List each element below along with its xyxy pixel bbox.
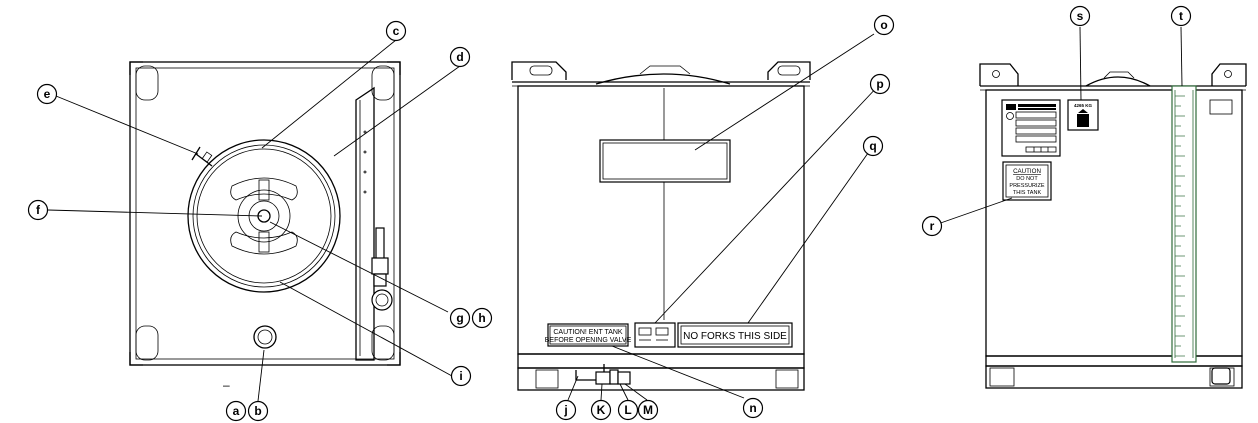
svg-text:i: i [459,369,462,383]
callout-g: g [449,307,471,329]
svg-text:PRESSURIZE: PRESSURIZE [1009,183,1044,189]
callout-q: q [862,135,884,157]
dash-mark: – [223,378,230,392]
svg-text:BEFORE OPENING VALVE: BEFORE OPENING VALVE [545,337,632,344]
front-tank-body [517,85,805,355]
svg-text:b: b [254,404,261,418]
sight-gauge [1171,85,1197,363]
svg-text:h: h [478,311,485,325]
svg-text:s: s [1077,9,1084,23]
callout-n: n [742,397,764,419]
svg-text:CAUTION! ENT TANK: CAUTION! ENT TANK [553,329,623,336]
svg-text:g: g [456,311,463,325]
svg-text:c: c [393,24,400,38]
svg-text:a: a [233,404,240,418]
pressurize-caution-sign: CAUTION DO NOT PRESSURIZE THIS TANK [1002,161,1052,201]
callout-f: f [27,199,49,221]
callout-h: h [471,307,493,329]
callout-b: b [247,400,269,422]
small-placard [634,322,676,348]
callout-e: e [36,83,58,105]
side-view: 4265 KG CAUTION DO NOT PRESSURIZE THIS T… [979,63,1247,389]
callout-d: d [449,46,471,68]
svg-text:j: j [563,403,567,417]
callout-t: t [1170,5,1192,27]
callout-leaders [47,26,1183,402]
svg-text:t: t [1179,9,1183,23]
callout-o: o [873,14,895,36]
svg-text:o: o [880,18,887,32]
callout-c: c [385,20,407,42]
vent-caution-sign: CAUTION! ENT TANK BEFORE OPENING VALVE [545,323,632,347]
callout-a: a [225,400,247,422]
top-view: – [129,61,401,392]
callout-labels: a b c d e f g h i j K L M n o p q r s t [27,5,1192,422]
valve-handle [355,86,393,361]
callout-p: p [869,73,891,95]
info-plate [1001,99,1061,157]
svg-text:p: p [876,77,883,91]
svg-text:CAUTION: CAUTION [1013,168,1041,175]
label-plate [599,139,731,183]
svg-text:K: K [597,403,606,417]
callout-r: r [921,215,943,237]
svg-text:d: d [456,50,463,64]
svg-text:n: n [749,401,756,415]
svg-text:q: q [869,139,876,153]
front-view: CAUTION! ENT TANK BEFORE OPENING VALVE N… [511,61,811,391]
callout-L: L [617,399,639,421]
svg-text:DO NOT: DO NOT [1016,176,1038,182]
callout-j: j [555,399,577,421]
callout-K: K [590,399,612,421]
svg-text:e: e [44,87,51,101]
svg-text:M: M [643,403,653,417]
svg-text:f: f [36,203,41,217]
vent-wrench [191,146,213,167]
corner-posts [129,61,401,366]
bottom-outlet [253,325,277,349]
svg-text:r: r [930,219,935,233]
no-forks-sign: NO FORKS THIS SIDE [677,322,793,348]
callout-M: M [637,399,659,421]
weight-label: 4265 KG [1067,99,1099,131]
callout-s: s [1069,5,1091,27]
svg-text:THIS TANK: THIS TANK [1013,190,1042,196]
svg-text:4265 KG: 4265 KG [1074,103,1093,108]
lid [187,139,341,293]
svg-text:L: L [624,403,631,417]
svg-text:NO FORKS THIS SIDE: NO FORKS THIS SIDE [683,331,787,342]
front-outlet-valve [575,364,631,385]
callout-i: i [450,365,472,387]
top-view-frame [129,61,401,366]
